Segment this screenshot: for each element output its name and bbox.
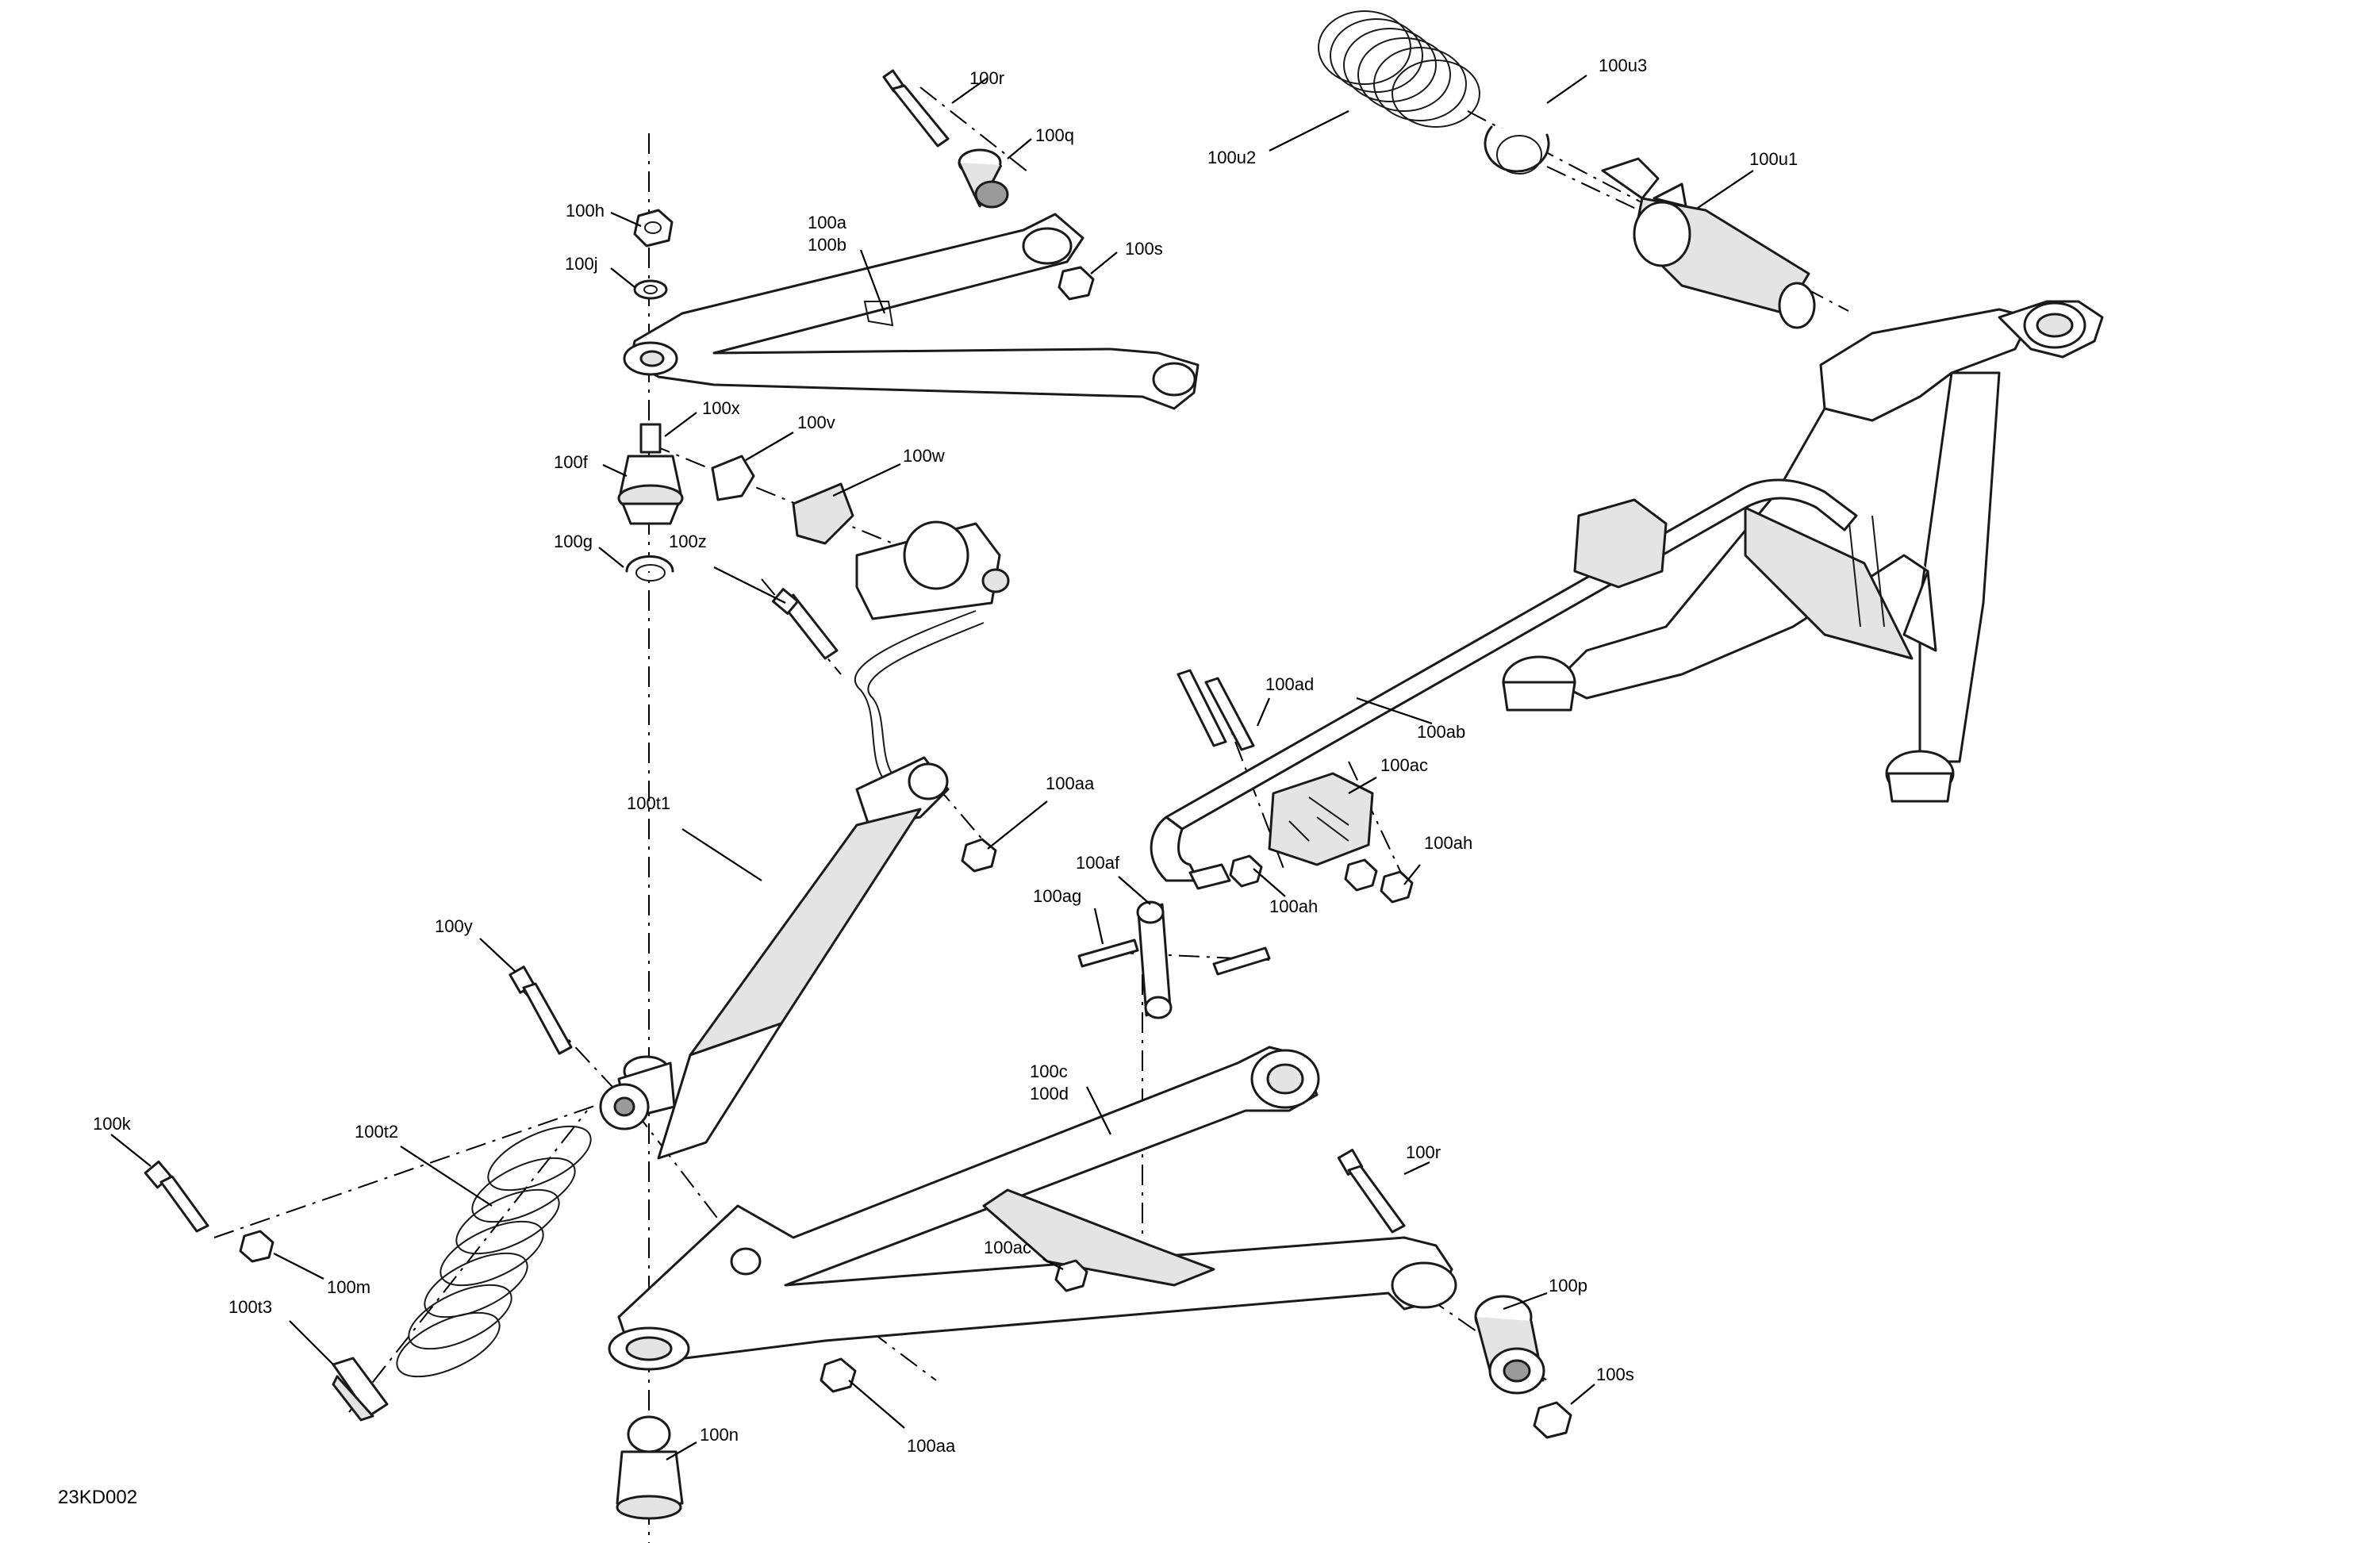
callout-100p: 100p (1549, 1276, 1587, 1295)
callout-100m: 100m (327, 1277, 370, 1297)
callout-100u2: 100u2 (1207, 148, 1256, 167)
callout-100z: 100z (669, 532, 707, 551)
callout-100ag: 100ag (1033, 886, 1081, 906)
reservoir-clamp-parts (711, 455, 854, 660)
callout-100ad: 100ad (1265, 674, 1314, 694)
callout-100ah-left: 100ah (1269, 896, 1318, 916)
callout-100s-top: 100s (1125, 239, 1163, 259)
callout-100f: 100f (554, 452, 589, 472)
callout-100d: 100d (1030, 1084, 1069, 1104)
stabilizer-link-100af (1077, 900, 1271, 1019)
callout-100r-bottom: 100r (1406, 1142, 1441, 1162)
upper-a-arm (623, 213, 1200, 410)
lower-a-arm (608, 1046, 1457, 1371)
lower-shock-hardware (509, 838, 997, 1130)
lower-ball-joint-100n (616, 1415, 684, 1520)
shock-100u1 (1601, 157, 1816, 329)
callout-100g: 100g (554, 532, 593, 551)
callout-100ac-top: 100ac (1380, 755, 1428, 775)
callout-100s-bottom: 100s (1596, 1365, 1634, 1384)
callout-100ac-bottom: 100ac (984, 1238, 1031, 1257)
spring-seat-100t3 (332, 1357, 389, 1422)
stabilizer-bushing-upper (1573, 498, 1668, 589)
shock-absorber (617, 520, 1010, 1160)
lower-hardware (144, 1149, 1572, 1439)
callout-100af: 100af (1076, 853, 1120, 873)
callout-100aa-top: 100aa (1046, 773, 1095, 793)
spring-lower-100t2 (396, 1125, 592, 1378)
right-lower-arm (1502, 407, 1937, 712)
clip-100u3 (1484, 125, 1550, 175)
callout-100k: 100k (93, 1114, 132, 1134)
callout-100r-top: 100r (969, 68, 1004, 88)
callout-100ab: 100ab (1417, 722, 1465, 742)
callout-100t2: 100t2 (355, 1122, 398, 1142)
callout-100v: 100v (797, 413, 835, 432)
callout-100q: 100q (1035, 125, 1074, 145)
upper-hardware (633, 69, 1095, 301)
assembly-axes (213, 86, 1849, 1543)
callout-100b: 100b (808, 235, 846, 255)
callout-100t1: 100t1 (627, 793, 670, 813)
callout-100x: 100x (702, 398, 740, 418)
callout-100t3: 100t3 (228, 1297, 272, 1317)
callout-100a: 100a (808, 213, 847, 232)
spring-upper-100u2 (1318, 10, 1480, 128)
callout-100j: 100j (565, 254, 598, 274)
callout-100h: 100h (566, 201, 605, 221)
callout-100u1: 100u1 (1749, 149, 1798, 169)
callout-100y: 100y (435, 916, 473, 936)
stabilizer-hardware (1177, 669, 1414, 904)
callout-100n: 100n (700, 1425, 739, 1445)
upper-ball-joint (617, 423, 684, 582)
callout-100ah-right: 100ah (1424, 833, 1472, 853)
right-upper-arm (1819, 300, 2104, 803)
figure-reference-code: 23KD002 (58, 1487, 137, 1508)
callout-100aa-bottom: 100aa (907, 1436, 956, 1456)
stabilizer-bar (1150, 478, 1858, 890)
stabilizer-bushing-100ac-top (1268, 772, 1374, 866)
callout-100u3: 100u3 (1599, 56, 1647, 75)
callout-100c: 100c (1030, 1061, 1068, 1081)
callout-100w: 100w (903, 446, 945, 466)
callout-labels: 100r 100q 100h 100a 100b 100j 100s 100x … (93, 56, 1798, 1456)
callout-leaders (110, 75, 1754, 1460)
